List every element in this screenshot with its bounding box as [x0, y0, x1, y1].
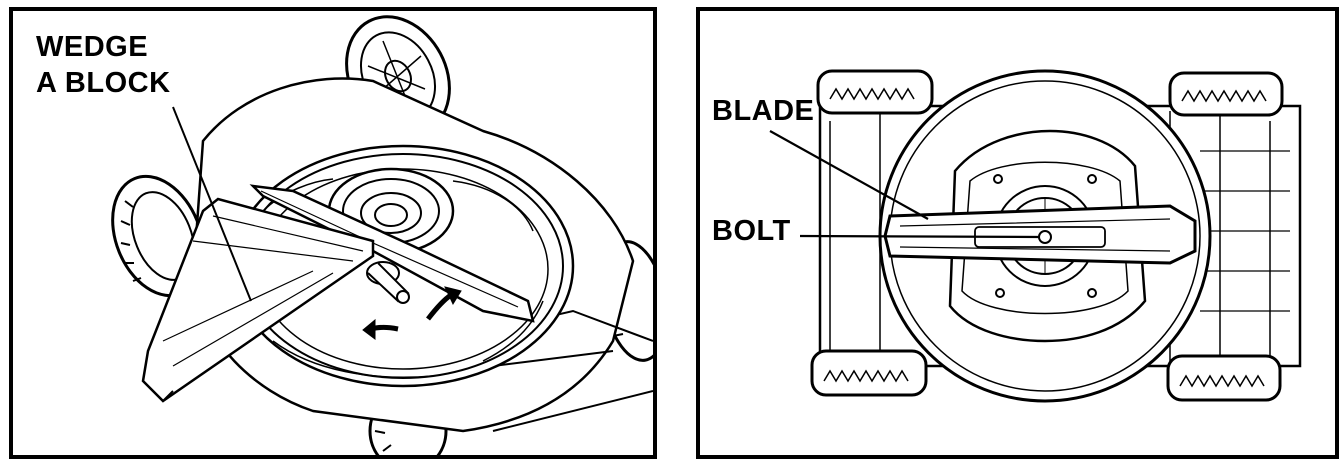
wedge-label-line1: WEDGE [36, 31, 149, 63]
bolt-leader-line [799, 234, 1041, 239]
rotation-arrows [362, 286, 462, 340]
wheel-bottom-right [1166, 354, 1282, 402]
wedge-leader-line [172, 106, 252, 302]
wheel-top-right [1168, 71, 1284, 117]
wheel-bottom-left [810, 349, 928, 397]
blade-label: BLADE [712, 95, 815, 127]
blade-bolt [1038, 230, 1052, 244]
left-illustration-panel: WEDGE A BLOCK [9, 7, 657, 459]
right-illustration-panel: BLADE BOLT [696, 7, 1339, 459]
wheel-top-left [816, 69, 934, 115]
mower-underside-angled-drawing [111, 15, 653, 455]
wedge-label-line2: A BLOCK [36, 67, 171, 99]
bolt-label: BOLT [712, 215, 791, 247]
blade-leader-line [769, 130, 929, 220]
mower-underside-top-view-drawing [769, 69, 1302, 403]
